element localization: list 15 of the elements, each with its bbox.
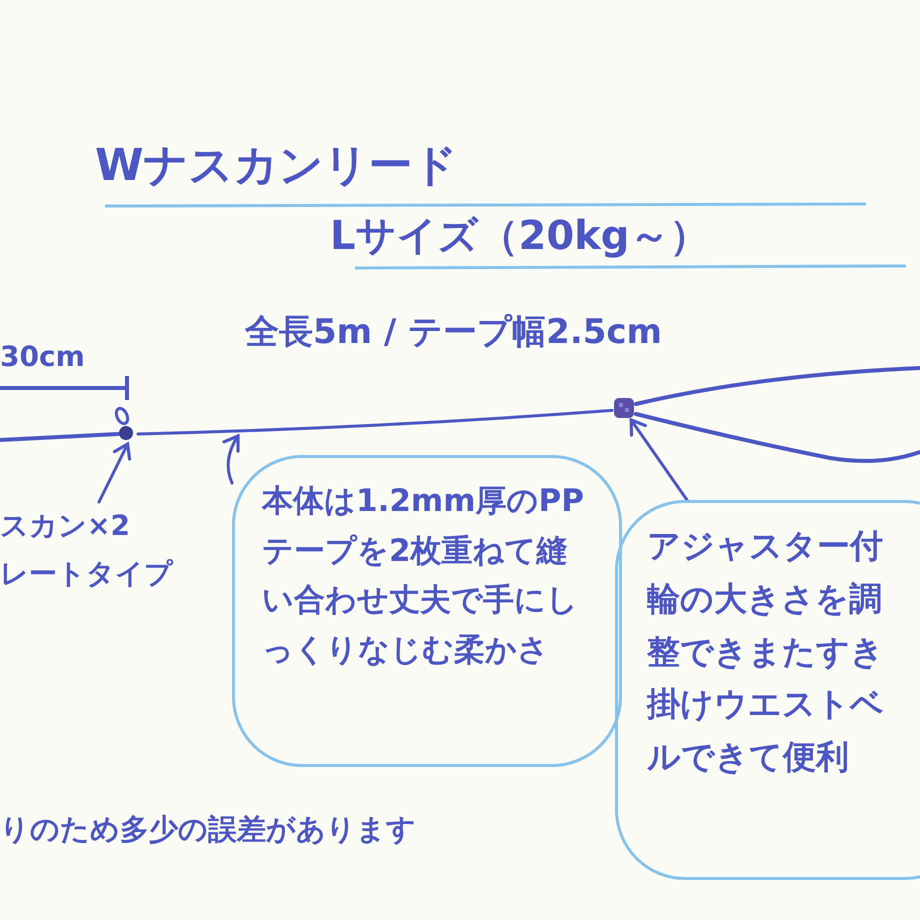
- note-text: 本体は1.2mm厚のPPテープを2枚重ねて縫い合わせ丈夫で手にしっくりなじむ柔かさ: [262, 482, 585, 670]
- part-label: スカン×2: [0, 508, 131, 544]
- arrow: [222, 434, 240, 485]
- speech-bubble: [232, 455, 622, 767]
- spec-text: 全長5m / テープ幅2.5cm: [245, 312, 662, 353]
- tape-line: [136, 408, 614, 436]
- part-label: レートタイプ: [0, 556, 173, 592]
- arrow: [98, 442, 132, 504]
- note-text: りのため多少の誤差があります: [0, 812, 416, 847]
- note-text: アジャスター付輪の大きさを調整できまたすき掛けウエストベルできて便利: [647, 525, 885, 778]
- speech-bubble: [615, 500, 920, 880]
- arrow: [630, 418, 688, 502]
- subtitle: Lサイズ（20kg～）: [330, 212, 710, 260]
- dimension-label: 30cm: [0, 340, 85, 374]
- title: Wナスカンリード: [95, 140, 458, 193]
